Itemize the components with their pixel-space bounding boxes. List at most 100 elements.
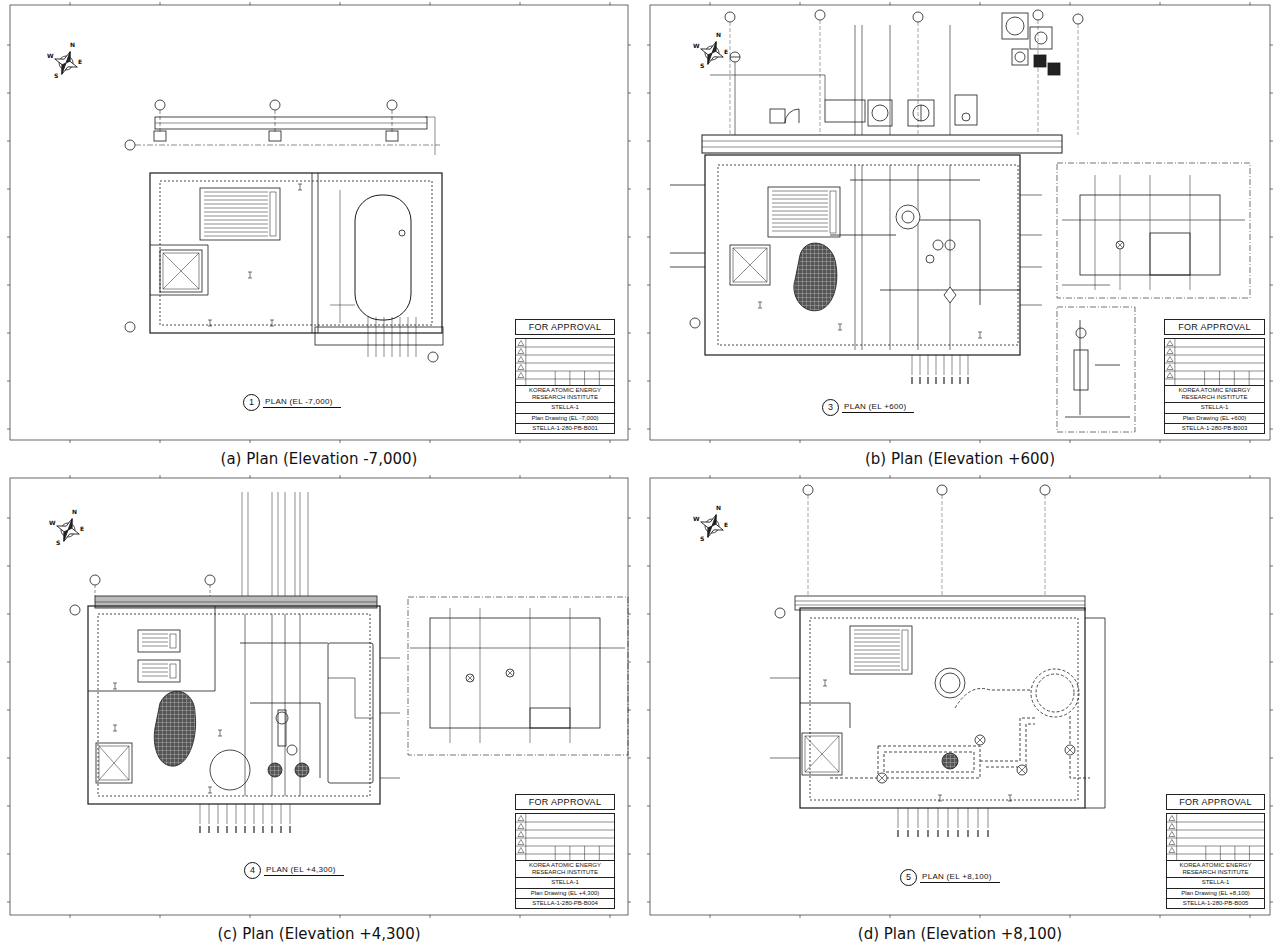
leader-tag: [937, 830, 938, 837]
stair-step: [204, 236, 268, 237]
frame-tick: [7, 333, 10, 334]
frame-tick: [980, 915, 981, 918]
grid-bubble: [725, 12, 735, 22]
north-arrow: [59, 51, 73, 76]
stair-outline: [138, 660, 180, 682]
compass-letter: N: [716, 32, 721, 38]
pipe: [950, 25, 951, 135]
stair-step: [772, 215, 828, 216]
drawing-line: [1020, 267, 1042, 268]
drawing-line: [1080, 320, 1081, 415]
label-anchor: W: [47, 53, 54, 59]
label-anchor: N: [716, 505, 721, 511]
north-arrow: [697, 38, 728, 69]
revision-row: [1176, 814, 1177, 860]
valve-symbol: [467, 675, 473, 681]
frame-tick: [7, 614, 10, 615]
frame-tick: [1070, 440, 1071, 443]
stair-step: [142, 676, 168, 677]
frame-tick: [710, 2, 711, 5]
valve-symbol: [1019, 767, 1026, 774]
label-anchor: E: [724, 49, 728, 55]
equipment: [1030, 27, 1052, 49]
pipe: [855, 25, 856, 135]
leader-line: [928, 808, 929, 828]
equipment: [1048, 63, 1060, 75]
plan-drawing: [647, 2, 1273, 443]
equipment: [908, 100, 934, 126]
valve-symbol: [944, 287, 956, 303]
title-block-text: STELLA-1: [1167, 877, 1264, 887]
compass-letter: N: [70, 42, 75, 48]
grid-bubble: [155, 100, 165, 110]
title-block: KOREA ATOMIC ENERGY RESEARCH INSTITUTEST…: [515, 813, 615, 909]
pipe: [986, 724, 1035, 767]
plan-drawing: [647, 475, 1273, 918]
sheet-frame: [10, 5, 628, 440]
north-arrow: [697, 511, 728, 542]
column-mark: [823, 686, 827, 687]
leader-line: [928, 355, 929, 375]
frame-tick: [7, 93, 10, 94]
drawing-line: [410, 648, 625, 649]
stair-step: [772, 231, 828, 232]
frame-tick: [647, 141, 650, 142]
title-block-text: KOREA ATOMIC ENERGY RESEARCH INSTITUTE: [1167, 860, 1264, 877]
frame-tick: [610, 915, 611, 918]
column-mark: [938, 801, 942, 802]
stair-step: [204, 228, 268, 229]
label-anchor: S: [700, 63, 704, 69]
compass-letter: N: [72, 509, 77, 515]
frame-tick: [647, 854, 650, 855]
drawing-line: [730, 52, 740, 62]
title-block-text: STELLA-1-280-PB-B005: [1167, 898, 1264, 908]
frame-tick: [1270, 710, 1273, 711]
frame-tick: [70, 2, 71, 5]
drawing-line: [1095, 365, 1120, 366]
drawing-line: [1035, 32, 1047, 44]
drawing-line: [1020, 235, 1042, 236]
revision-mark: [518, 824, 524, 829]
revision-row: [1204, 371, 1205, 385]
drawing-line: [962, 113, 970, 121]
leader-tag: [226, 826, 227, 833]
north-arrow: [51, 48, 82, 79]
frame-tick: [7, 854, 10, 855]
revision-grid: [516, 814, 614, 860]
frame-tick: [1270, 189, 1273, 190]
pump: [268, 763, 282, 777]
column-mark: [272, 320, 273, 326]
title-block-text: STELLA-1-280-PB-B001: [516, 423, 614, 433]
plan-label: PLAN (EL +8,100): [920, 872, 1000, 883]
revision-row: [516, 363, 614, 364]
leader-line: [958, 808, 959, 828]
drawing-line: [1062, 285, 1110, 286]
pipe: [368, 317, 369, 357]
opening-hatch: [154, 691, 195, 766]
grid-line: [1045, 495, 1046, 596]
stair-step: [854, 658, 900, 659]
frame-tick: [1250, 475, 1251, 478]
frame-tick: [7, 285, 10, 286]
vessel: [355, 195, 411, 320]
grid-bubble: [1033, 10, 1043, 20]
north-arrow: [53, 515, 84, 546]
valve-symbol: [506, 669, 514, 677]
drawing-line: [730, 57, 740, 58]
revision-row: [516, 838, 614, 839]
building-wall: [88, 606, 380, 804]
frame-tick: [1270, 429, 1273, 430]
leader-tag: [199, 826, 200, 833]
elevator-shaft: [99, 746, 129, 780]
column-mark: [940, 795, 941, 801]
drawing-line: [872, 105, 888, 121]
title-block-text: STELLA-1: [516, 402, 614, 412]
title-block: KOREA ATOMIC ENERGY RESEARCH INSTITUTEST…: [515, 338, 615, 434]
frame-tick: [250, 440, 251, 443]
section-detail: [430, 618, 600, 728]
drawing-line: [95, 585, 96, 596]
grid-bubble: [803, 485, 813, 495]
drawing-line: [1076, 328, 1086, 338]
title-block-text: STELLA-1-280-PB-B003: [1165, 423, 1264, 433]
leader-line: [898, 808, 899, 828]
